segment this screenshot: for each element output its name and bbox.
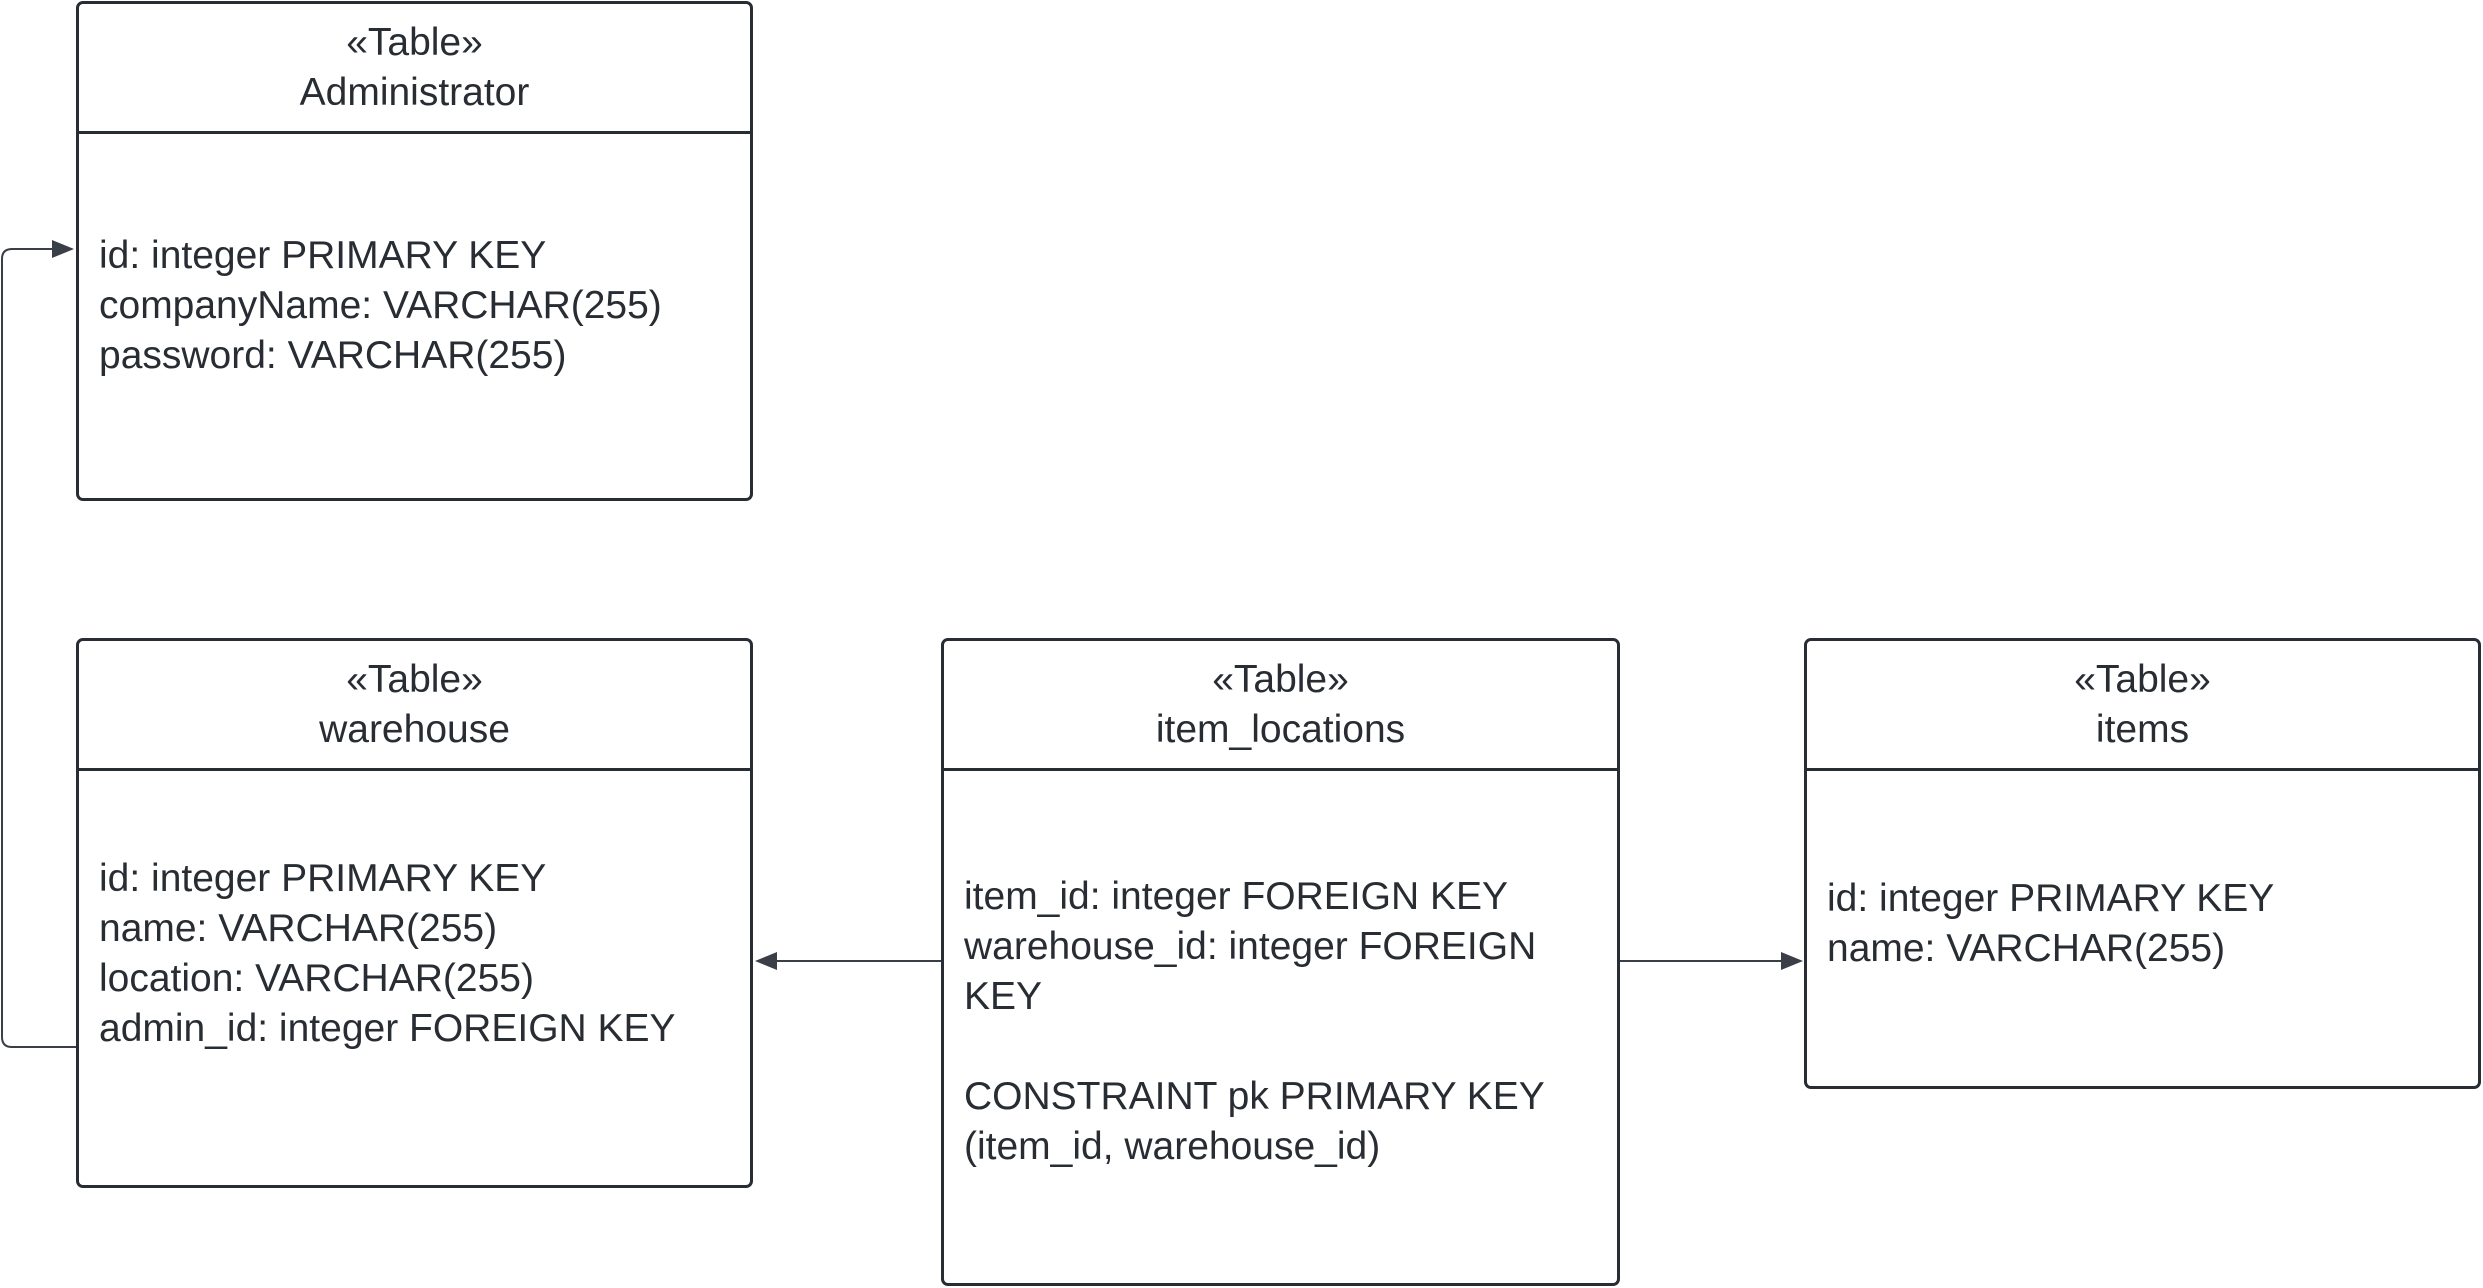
table-stereotype: «Table» xyxy=(346,20,483,64)
table-items: «Table» items id: integer PRIMARY KEY na… xyxy=(1804,638,2481,1089)
connector-warehouse-to-administrator xyxy=(1,248,76,1048)
table-name: Administrator xyxy=(299,70,530,114)
table-administrator: «Table» Administrator id: integer PRIMAR… xyxy=(76,1,753,501)
table-header: «Table» item_locations xyxy=(944,641,1617,771)
table-stereotype: «Table» xyxy=(346,657,483,701)
field-gap xyxy=(964,1022,1587,1072)
table-item-locations: «Table» item_locations item_id: integer … xyxy=(941,638,1620,1286)
table-fields: id: integer PRIMARY KEY companyName: VAR… xyxy=(79,134,750,498)
field-row: companyName: VARCHAR(255) xyxy=(99,284,662,327)
table-warehouse: «Table» warehouse id: integer PRIMARY KE… xyxy=(76,638,753,1188)
field-row: item_id: integer FOREIGN KEY xyxy=(964,875,1509,918)
field-row: location: VARCHAR(255) xyxy=(99,957,534,1000)
field-row: id: integer PRIMARY KEY xyxy=(99,234,547,277)
table-name: item_locations xyxy=(1155,707,1406,751)
table-header: «Table» items xyxy=(1807,641,2478,771)
field-row: id: integer PRIMARY KEY xyxy=(1827,876,2275,920)
field-row: password: VARCHAR(255) xyxy=(99,334,567,377)
field-row: id: integer PRIMARY KEY xyxy=(99,857,547,900)
arrow-head-items xyxy=(1781,952,1803,970)
table-stereotype: «Table» xyxy=(2074,657,2211,701)
table-stereotype: «Table» xyxy=(1212,657,1349,701)
table-fields: id: integer PRIMARY KEY name: VARCHAR(25… xyxy=(1807,771,2478,1086)
table-fields: item_id: integer FOREIGN KEY warehouse_i… xyxy=(944,771,1617,1283)
table-fields: id: integer PRIMARY KEY name: VARCHAR(25… xyxy=(79,771,750,1185)
table-header: «Table» Administrator xyxy=(79,4,750,134)
constraint-row: CONSTRAINT pk PRIMARY KEY (item_id, ware… xyxy=(964,1075,1545,1168)
field-row: admin_id: integer FOREIGN KEY xyxy=(99,1007,676,1050)
field-row: name: VARCHAR(255) xyxy=(1827,926,2226,970)
table-name: items xyxy=(2095,707,2190,751)
table-name: warehouse xyxy=(319,707,510,751)
arrow-head-warehouse xyxy=(755,952,777,970)
table-header: «Table» warehouse xyxy=(79,641,750,771)
field-row: name: VARCHAR(255) xyxy=(99,907,498,950)
arrow-head-administrator xyxy=(52,240,74,258)
field-row: warehouse_id: integer FOREIGN KEY xyxy=(964,925,1537,1018)
